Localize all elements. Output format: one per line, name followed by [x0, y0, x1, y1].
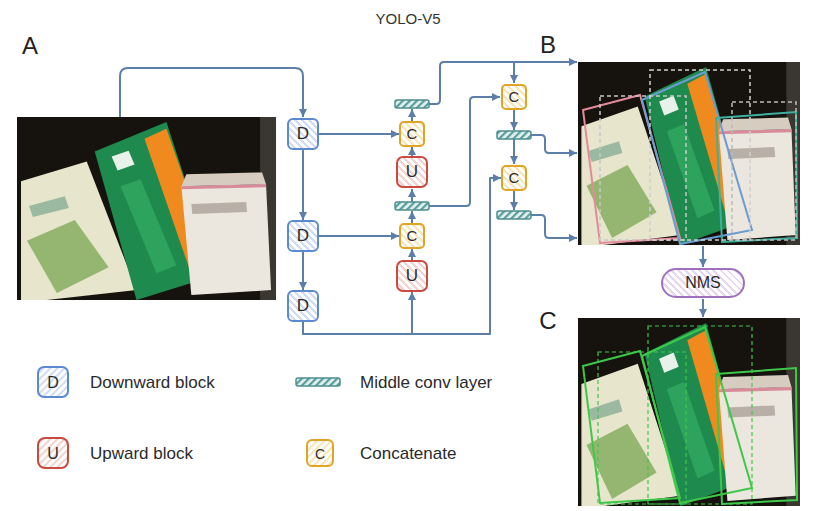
connector-arrow [411, 147, 413, 156]
panel-letter-holder: C [539, 307, 556, 335]
panel-letter: A [22, 32, 38, 59]
block-letter: D [297, 227, 309, 246]
concatenate-block: C [501, 84, 527, 110]
block-letter: C [407, 228, 418, 245]
concatenate-block: C [399, 121, 425, 147]
legend-letter: D [47, 374, 59, 391]
upward-block: U [396, 260, 428, 292]
downward-block: D [287, 290, 319, 322]
legend-label: Middle conv layer [360, 373, 492, 392]
block-letter: U [406, 267, 418, 286]
connector-arrow [319, 235, 399, 237]
block-letter: D [297, 125, 309, 144]
legend-label-holder: Downward block [90, 373, 215, 393]
detection-photo [578, 62, 800, 245]
flow-line [120, 62, 703, 317]
connector-arrow [411, 249, 413, 260]
panel-letter: C [539, 307, 556, 334]
legend-letter-holder: U [47, 445, 59, 463]
upward-block: U [396, 156, 428, 188]
middle-conv-layer [395, 100, 531, 219]
diagram-title: YOLO-V5 [375, 10, 440, 27]
legend-label: Downward block [90, 373, 215, 392]
legend-label-holder: Middle conv layer [360, 373, 492, 393]
connector-arrow [303, 292, 412, 334]
connector-arrow [303, 178, 501, 334]
legend-label-holder: Upward block [90, 444, 193, 464]
legend-label: Concatenate [360, 444, 456, 463]
connector-arrow [302, 150, 304, 220]
legend-letter-holder: D [47, 374, 59, 392]
panel-letter: B [540, 31, 556, 58]
legend-letter: U [47, 445, 59, 462]
legend-label-holder: Concatenate [360, 444, 456, 464]
block-letter: C [509, 170, 520, 187]
connector-arrow [302, 252, 304, 290]
concatenate-block: C [501, 165, 527, 191]
result-photo [578, 318, 800, 506]
legend-label: Upward block [90, 444, 193, 463]
panel-letter-holder: B [540, 31, 556, 59]
block-letter: NMS [685, 274, 721, 292]
connector-arrow [319, 133, 399, 135]
block-letter: D [297, 297, 309, 316]
input-photo [17, 117, 276, 300]
legend-swatch [38, 367, 340, 468]
legend-letter: C [315, 446, 325, 462]
panel-letter-holder: A [22, 32, 38, 60]
downward-block: D [287, 220, 319, 252]
diagram-title-holder: YOLO-V5 [375, 10, 440, 28]
block-letter: U [406, 163, 418, 182]
legend-letter-holder: C [315, 445, 325, 463]
block-letter: C [509, 89, 520, 106]
nms-block: NMS [661, 268, 745, 298]
concatenate-block: C [399, 223, 425, 249]
downward-block: D [287, 118, 319, 150]
block-letter: C [407, 126, 418, 143]
